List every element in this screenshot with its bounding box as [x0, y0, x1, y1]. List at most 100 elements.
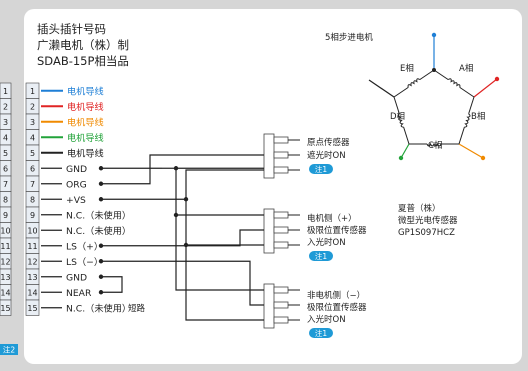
signal-label: 电机导线 [67, 147, 104, 159]
coil-icon [461, 112, 472, 129]
wire-junction [98, 274, 104, 279]
coil-icon [446, 77, 462, 90]
inner-pin-number: 13 [27, 273, 37, 282]
signal-label: 电机导线 [67, 132, 104, 144]
inner-pin-number: 3 [30, 118, 35, 127]
signal-label: LS（+） [66, 241, 103, 252]
title-line3: SDAB-15P相当品 [37, 54, 129, 68]
maker-line2: 微型光电传感器 [398, 215, 458, 226]
motor-lead-terminal [480, 155, 486, 161]
outer-pin-number: 14 [0, 289, 10, 298]
sensor-connector-icon [263, 133, 289, 179]
motor-node [432, 68, 436, 72]
signal-label: NEAR [66, 288, 92, 299]
coil-icon [406, 77, 422, 90]
outer-pin-number: 8 [3, 196, 8, 205]
sensor-wiring [98, 133, 300, 329]
sensor-motor-side: 电机侧（+） 极限位置传感器 入光时ON 注1 [307, 213, 367, 261]
coil-icon [396, 112, 407, 129]
sensor-wire [185, 199, 264, 321]
outer-pin-number: 1 [3, 87, 8, 96]
wire-junction [98, 290, 104, 295]
outer-pin-cell [0, 299, 12, 316]
signal-label: ORG [66, 179, 87, 190]
title-line1: 插头插针号码 [37, 22, 106, 36]
signal-label: GND [66, 164, 87, 175]
motor-lead [473, 78, 498, 98]
phase-label: D相 [390, 111, 405, 122]
sensor-origin: 原点传感器 遮光时ON 注1 [307, 137, 350, 174]
motor-lead-terminal [431, 32, 437, 38]
sensor-wire [101, 229, 264, 247]
sensor-wire [101, 154, 264, 185]
signal-label: 电机导线 [67, 116, 104, 128]
inner-pin-number: 14 [27, 289, 37, 298]
motor-lead [368, 79, 395, 98]
wire-junction [98, 181, 104, 186]
signal-label: N.C.（未使用） [66, 209, 131, 221]
wire-junction [173, 212, 179, 218]
sensor-wire [175, 168, 264, 291]
motor-title: 5相步进电机 [325, 32, 373, 43]
phase-label: A相 [459, 63, 473, 74]
inner-pin-cell [25, 299, 40, 316]
outer-pin-number: 12 [0, 258, 10, 267]
motor-pentagon: A相 B相 C相 D相 E相 [368, 32, 500, 161]
inner-pin-number: 5 [30, 149, 35, 158]
sensor-nonmotor-line3: 入光时ON [307, 314, 346, 325]
signal-label: +VS [66, 195, 86, 206]
outer-pin-number: 10 [0, 227, 10, 236]
outer-pin-number: 11 [0, 242, 10, 251]
inner-pin-number: 11 [27, 242, 37, 251]
motor-lead [400, 143, 410, 159]
sensor-non-motor-side: 非电机侧（−） 极限位置传感器 入光时ON 注1 [307, 290, 367, 338]
signal-label: 电机导线 [67, 101, 104, 113]
sensor-wire [101, 260, 264, 306]
maker-line1: 夏普（株） [398, 203, 441, 214]
sensor-connector-icon [263, 208, 289, 254]
coil-icon [426, 141, 442, 147]
inner-pin-number: 4 [30, 134, 35, 143]
inner-pin-number: 12 [27, 258, 37, 267]
note2-badge [0, 344, 18, 355]
inner-pin-number: 6 [30, 165, 35, 174]
outer-pin-number: 3 [3, 118, 8, 127]
sensor-motor-line1: 电机侧（+） [307, 213, 357, 224]
wire-junction [98, 197, 104, 202]
outer-pin-number: 13 [0, 273, 10, 282]
phase-label: C相 [428, 140, 442, 151]
sensor-origin-line1: 原点传感器 [307, 137, 350, 148]
note-badge [309, 164, 333, 174]
inner-pin-number: 7 [30, 180, 35, 189]
note-badge-label: 注1 [315, 164, 327, 174]
note-badge-label: 注1 [315, 251, 327, 261]
phase-label: B相 [471, 111, 485, 122]
outer-pin-number: 7 [3, 180, 8, 189]
outer-pin-number: 6 [3, 165, 8, 174]
wire-junction [183, 197, 189, 202]
sensor-connector-icon [263, 283, 289, 329]
inner-pin-number: 1 [30, 87, 35, 96]
inner-pin-number: 8 [30, 196, 35, 205]
signal-label: GND [66, 272, 87, 283]
pin-columns: 1234567891011121314151234567891011121314… [0, 82, 40, 316]
signal-lines: 电机导线电机导线电机导线电机导线电机导线GNDORG+VSN.C.（未使用）N.… [41, 85, 131, 314]
sensor-motor-line2: 极限位置传感器 [307, 225, 367, 236]
wire-junction [98, 259, 104, 264]
maker-line3: GP1S097HCZ [398, 228, 455, 238]
note2-label: 注2 [3, 345, 15, 355]
note-badge-label: 注1 [315, 328, 327, 338]
sensor-wire [101, 169, 264, 200]
motor-lead-terminal [398, 155, 404, 161]
signal-label: LS（−） [66, 257, 103, 268]
signal-label: 电机导线 [67, 85, 104, 97]
motor-lead [458, 143, 484, 159]
note-badge [309, 251, 333, 261]
wire-junction [98, 243, 104, 248]
wire-junction [183, 242, 189, 248]
sensor-origin-line2: 遮光时ON [307, 150, 346, 161]
title-line2: 广濑电机（株）制 [37, 38, 129, 52]
phase-label: E相 [400, 63, 414, 74]
